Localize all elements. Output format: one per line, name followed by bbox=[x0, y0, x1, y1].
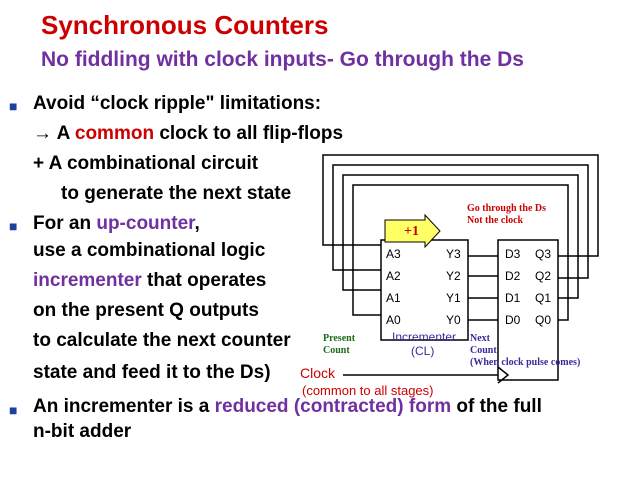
next-count-label-1: Next bbox=[470, 333, 490, 344]
pin-a0: A0 bbox=[386, 313, 401, 327]
reduced-form-highlight: reduced (contracted) form bbox=[214, 396, 452, 417]
slide-subtitle: No fiddling with clock inputs- Go throug… bbox=[41, 48, 524, 71]
clock-label: Clock bbox=[300, 365, 336, 381]
not-the-clock-label: Not the clock bbox=[467, 215, 524, 226]
bullet-2-line-3: incrementer that operates bbox=[33, 270, 267, 291]
next-count-label-2: Count bbox=[470, 345, 497, 356]
bullet-3-line-1: An incrementer is a reduced (contracted)… bbox=[33, 396, 542, 417]
pin-q1: Q1 bbox=[535, 291, 552, 305]
plus-one-label: +1 bbox=[404, 224, 419, 239]
pin-d2: D2 bbox=[505, 269, 521, 283]
clock-note: (common to all stages) bbox=[302, 383, 434, 398]
bullet-2-line-5: to calculate the next counter bbox=[33, 330, 291, 351]
clock-edge-marker bbox=[497, 366, 510, 384]
pin-d3: D3 bbox=[505, 247, 521, 261]
pin-q2: Q2 bbox=[535, 269, 552, 283]
next-count-note: (When clock pulse comes) bbox=[470, 357, 581, 368]
pin-y3: Y3 bbox=[446, 247, 461, 261]
incrementer-label: Incrementer bbox=[392, 330, 457, 344]
pin-y1: Y1 bbox=[446, 291, 461, 305]
bullet-2-line-2: use a combinational logic bbox=[33, 240, 266, 261]
bullet-1-sub-3: to generate the next state bbox=[61, 183, 292, 204]
bullet-1-sub-1: → A common clock to all flip-flops bbox=[33, 123, 344, 144]
register-box bbox=[497, 239, 559, 381]
bullet-1-sub-2: + A combinational circuit bbox=[33, 153, 259, 174]
feedback-wire-q1 bbox=[342, 174, 579, 299]
incrementer-sublabel: (CL) bbox=[411, 344, 435, 358]
feedback-wire-q2 bbox=[332, 164, 589, 279]
up-counter-highlight: up-counter bbox=[96, 213, 195, 234]
bullet-3-line-2: n-bit adder bbox=[33, 421, 132, 442]
pin-q3: Q3 bbox=[535, 247, 552, 261]
go-through-ds-label: Go through the Ds bbox=[467, 203, 546, 214]
incrementer-highlight: incrementer bbox=[33, 270, 142, 291]
bullet-marker-1: ■ bbox=[9, 98, 18, 114]
pin-a3: A3 bbox=[386, 247, 401, 261]
pin-a2: A2 bbox=[386, 269, 401, 283]
bullet-2-line-1: For an up-counter, bbox=[33, 213, 200, 234]
bullet-marker-2: ■ bbox=[9, 218, 18, 234]
pin-y0: Y0 bbox=[446, 313, 461, 327]
common-highlight: common bbox=[74, 123, 155, 144]
pin-a1: A1 bbox=[386, 291, 401, 305]
pin-d1: D1 bbox=[505, 291, 521, 305]
plus-one-arrow-box bbox=[384, 213, 441, 249]
pin-d0: D0 bbox=[505, 313, 521, 327]
feedback-wire-q0 bbox=[352, 184, 569, 321]
bullet-2-line-6: state and feed it to the Ds) bbox=[33, 362, 271, 383]
slide-title: Synchronous Counters bbox=[41, 10, 329, 40]
bullet-1-text: Avoid “clock ripple" limitations: bbox=[33, 93, 322, 114]
present-count-label-2: Count bbox=[323, 345, 350, 356]
present-count-label-1: Present bbox=[323, 333, 356, 344]
bullet-2-line-4: on the present Q outputs bbox=[33, 300, 259, 321]
bullet-marker-3: ■ bbox=[9, 402, 18, 418]
pin-y2: Y2 bbox=[446, 269, 461, 283]
pin-q0: Q0 bbox=[535, 313, 552, 327]
right-arrow-icon: → bbox=[33, 123, 52, 144]
feedback-wire-q3 bbox=[322, 154, 599, 257]
